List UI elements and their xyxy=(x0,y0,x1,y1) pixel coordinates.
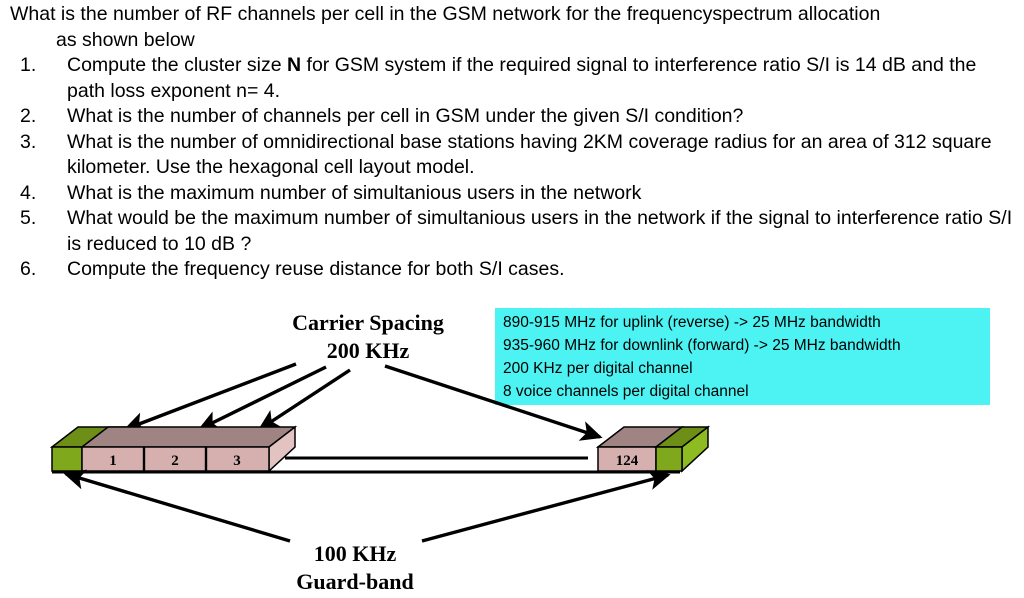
info-box-line-2: 935-960 MHz for downlink (forward) -> 25… xyxy=(503,337,901,354)
channel-label-3: 3 xyxy=(233,453,241,469)
carrier-spacing-label-line-2: 200 KHz xyxy=(327,338,410,363)
carrier-spacing-arrows xyxy=(123,362,351,432)
question-item-2: 2. What is the number of channels per cel… xyxy=(10,104,1014,130)
question-text-2: What is the number of channels per cell … xyxy=(67,105,744,127)
channel-124-front xyxy=(597,446,657,472)
question-text-1-bold: N xyxy=(287,54,302,76)
carrier-arrow-4 xyxy=(384,364,603,441)
question-number-6: 6. xyxy=(20,258,37,280)
question-text-4: What is the maximum number of simultanio… xyxy=(67,181,642,204)
guard-band-arrows xyxy=(63,469,671,543)
question-number-1: 1. xyxy=(20,54,37,76)
guard-band-arrow-right xyxy=(421,470,671,543)
question-item-5: 5. What would be the maximum number of si… xyxy=(10,206,1014,257)
question-item-3: 3. What is the number of omnidirectional … xyxy=(10,130,1014,181)
spectrum-bar: 1 2 3 124 xyxy=(49,425,711,474)
question-number-4: 4. xyxy=(20,181,37,204)
question-text-6: Compute the frequency reuse distance for… xyxy=(67,258,565,280)
guard-band-label-line-2: Guard-band xyxy=(296,569,413,594)
channel-group-left-top xyxy=(79,426,298,448)
question-number-2: 2. xyxy=(20,105,37,127)
intro-line-2: as shown below xyxy=(56,28,195,51)
channel-group-left: 1 2 3 xyxy=(79,425,298,473)
question-list: 1. Compute the cluster size N for GSM sys… xyxy=(10,53,1014,283)
carrier-arrow-1 xyxy=(123,362,297,432)
guard-band-right-front xyxy=(655,446,683,472)
guard-band-left-front xyxy=(51,446,83,472)
channel-label-1: 1 xyxy=(109,453,117,469)
channel-label-2: 2 xyxy=(171,453,179,469)
question-block: What is the number of RF channels per ce… xyxy=(10,2,1014,283)
continuation-lines xyxy=(52,456,680,474)
channel-label-124: 124 xyxy=(616,453,639,469)
question-text-1-pre: Compute the cluster size xyxy=(67,54,288,76)
question-text-3: What is the number of omnidirectional ba… xyxy=(67,130,992,179)
intro-paragraph: What is the number of RF channels per ce… xyxy=(10,2,1014,53)
question-text-1-post: for GSM system if the required signal to… xyxy=(67,54,977,102)
info-box-line-1: 890-915 MHz for uplink (reverse) -> 25 M… xyxy=(503,314,881,331)
guard-band-label-line-1: 100 KHz xyxy=(314,541,397,566)
info-box-line-4: 8 voice channels per digital channel xyxy=(503,383,749,400)
intro-line-1: What is the number of RF channels per ce… xyxy=(10,3,881,25)
carrier-arrow-2 xyxy=(197,365,327,431)
question-number-5: 5. xyxy=(20,207,37,229)
channel-group-right: 124 xyxy=(595,426,685,472)
question-item-6: 6. Compute the frequency reuse distance f… xyxy=(10,257,1014,283)
question-number-3: 3. xyxy=(20,130,37,153)
question-item-1: 1. Compute the cluster size N for GSM sys… xyxy=(10,53,1014,104)
info-box-line-3: 200 KHz per digital channel xyxy=(503,360,693,377)
carrier-arrow-3 xyxy=(257,368,351,431)
guard-band-right xyxy=(653,425,711,473)
question-text-5: What would be the maximum number of simu… xyxy=(67,207,1013,255)
info-box xyxy=(495,308,990,405)
gsm-spectrum-diagram: 890-915 MHz for uplink (reverse) -> 25 M… xyxy=(0,298,1024,598)
question-item-4: 4. What is the maximum number of simultan… xyxy=(10,181,1014,207)
guard-band-arrow-left xyxy=(63,469,291,543)
carrier-spacing-label-line-1: Carrier Spacing xyxy=(292,310,444,335)
